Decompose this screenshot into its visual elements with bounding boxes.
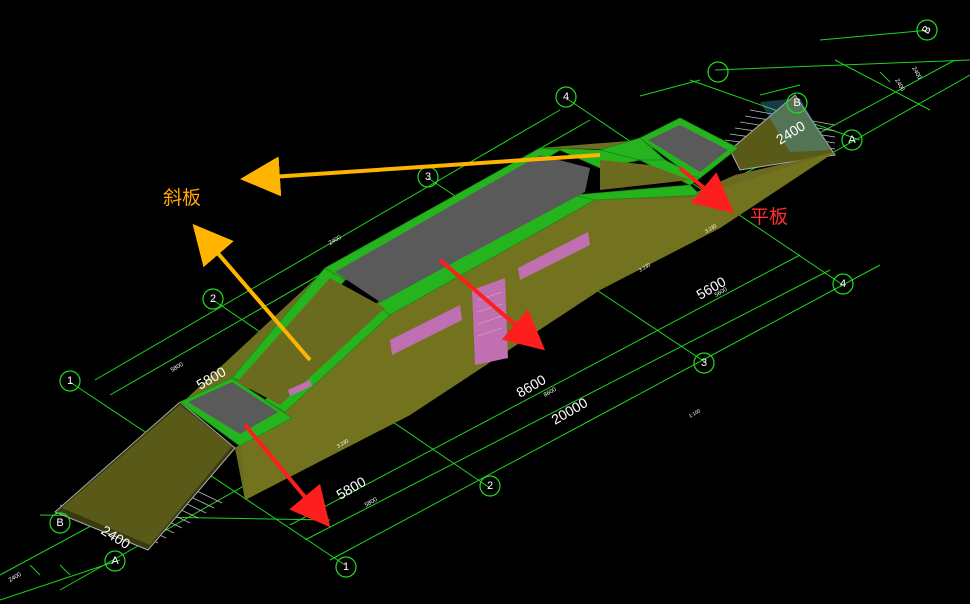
axis-b-bottom: B	[49, 512, 71, 534]
axis-3-bottom: 3	[693, 352, 715, 374]
svg-text:8600: 8600	[543, 387, 558, 399]
axis-4-left: 4	[555, 86, 577, 108]
stair-right-slab	[729, 94, 836, 171]
axis-1-bottom: 1	[335, 556, 357, 578]
annotation-arrows	[192, 153, 735, 528]
svg-text:3: 3	[701, 357, 707, 369]
left-slope-slab	[237, 278, 385, 405]
axis-2-left: 2	[202, 288, 224, 310]
axis-b-corner: B	[916, 19, 938, 41]
svg-text:1: 1	[343, 561, 349, 573]
svg-text:3.230: 3.230	[704, 223, 718, 235]
mid-flat-slab	[335, 155, 590, 302]
arrow-orange-top	[240, 153, 601, 197]
svg-text:B: B	[920, 24, 934, 36]
right-landing-slab	[648, 125, 728, 172]
dim-5800-bottom: 5800	[334, 473, 369, 503]
arrow-red-right	[678, 166, 735, 214]
axis-a-bottom: A	[104, 550, 126, 572]
svg-text:4: 4	[563, 91, 569, 103]
svg-text:1: 1	[67, 375, 73, 387]
arrow-red-mid	[438, 258, 546, 351]
svg-text:2: 2	[487, 480, 493, 492]
svg-text:B: B	[56, 517, 63, 529]
axis-3-left: 3	[417, 166, 439, 188]
bridge-model	[54, 94, 836, 551]
svg-text:1:100: 1:100	[688, 408, 702, 420]
axis-1-left: 1	[59, 370, 81, 392]
svg-text:3.230: 3.230	[336, 438, 350, 450]
svg-text:4: 4	[840, 278, 846, 290]
svg-text:2: 2	[210, 293, 216, 305]
svg-text:2400: 2400	[8, 572, 23, 584]
magenta-details	[288, 232, 590, 396]
svg-text:2400: 2400	[893, 78, 905, 93]
svg-text:5800: 5800	[364, 497, 379, 509]
arrow-orange-left	[192, 223, 312, 362]
svg-text:A: A	[848, 134, 856, 146]
axis-markers: 1 2 3 4 1 2 3 4	[49, 19, 938, 578]
left-landing-slab	[188, 382, 278, 434]
right-slope-slab	[600, 160, 690, 190]
svg-text:3.230: 3.230	[638, 262, 652, 274]
svg-text:A: A	[111, 555, 119, 567]
label-flat-plate: 平板	[750, 206, 788, 228]
arrow-red-left	[243, 423, 331, 528]
axis-b-top: B	[786, 92, 808, 114]
svg-text:B: B	[793, 97, 800, 109]
axis-2-bottom: 2	[479, 475, 501, 497]
label-slope-plate: 斜板	[163, 187, 201, 209]
svg-text:2400: 2400	[328, 235, 343, 247]
axis-4-bottom: 4	[832, 273, 854, 295]
dim-20000: 20000	[549, 394, 591, 427]
axis-a-top: A	[841, 129, 863, 151]
svg-text:5800: 5800	[170, 362, 185, 374]
svg-text:3: 3	[425, 171, 431, 183]
